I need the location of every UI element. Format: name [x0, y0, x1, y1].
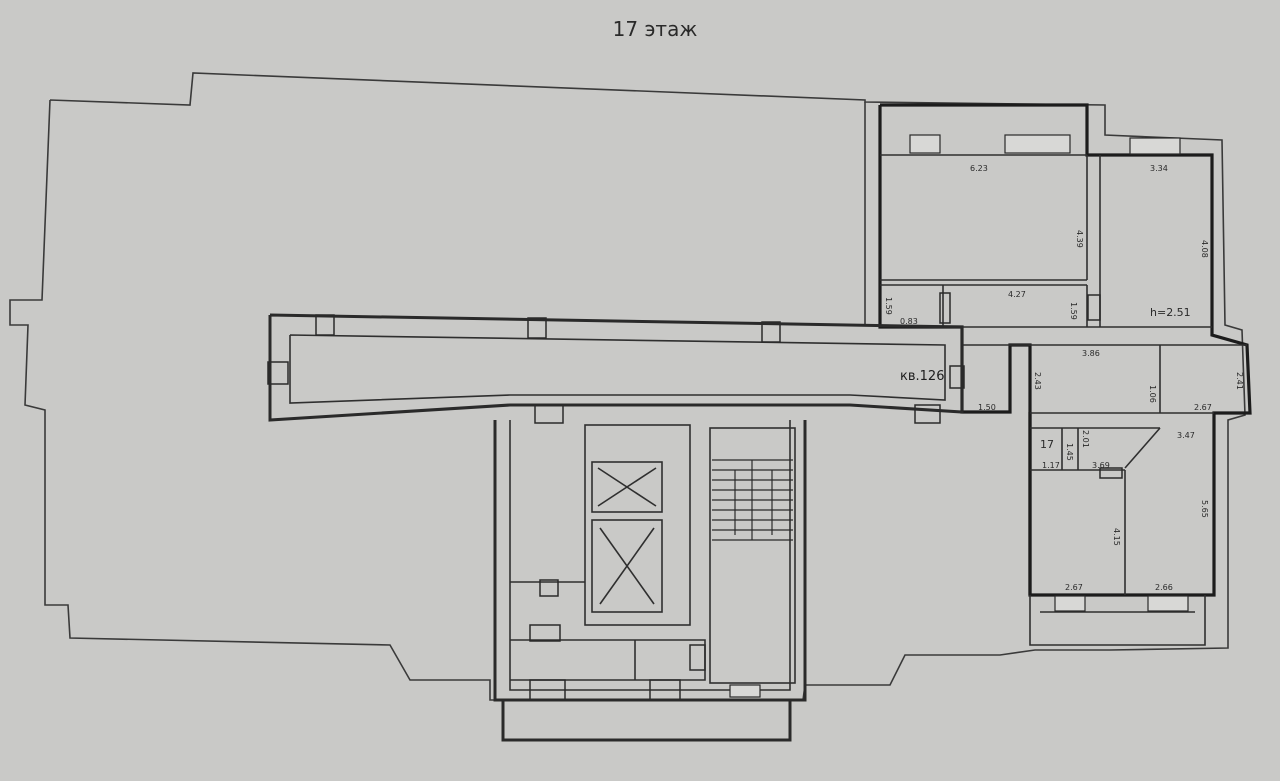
dimension-label: 2.67 — [1194, 403, 1212, 412]
dimension-label: 2.67 — [1065, 583, 1083, 592]
dimension-label: 4.27 — [1008, 290, 1026, 299]
apartment-126-walls — [878, 103, 1252, 597]
elevator-shaft — [584, 424, 691, 626]
elevator-1 — [591, 461, 663, 513]
dimension-label: 0.83 — [900, 317, 918, 326]
room-code: 17 — [1040, 438, 1054, 451]
window — [909, 134, 941, 154]
dimension-label: 2.41 — [1235, 372, 1244, 390]
stair-steps — [712, 459, 793, 541]
corridor-walls — [268, 313, 964, 422]
stair-well — [709, 427, 796, 684]
dimension-label: 5.65 — [1200, 500, 1209, 518]
dimension-label: 2.66 — [1155, 583, 1173, 592]
dimension-label: 4.08 — [1200, 240, 1209, 258]
elevator-2 — [591, 519, 663, 613]
apartment-label: кв.126 — [900, 369, 944, 384]
dimension-label: 3.34 — [1150, 164, 1168, 173]
core-balcony — [501, 700, 792, 742]
window — [1129, 137, 1181, 155]
door-marks — [267, 292, 1123, 701]
dimension-label: 4.39 — [1075, 230, 1084, 248]
dimension-label: 2.01 — [1081, 430, 1090, 448]
window — [1004, 134, 1071, 154]
apt-wall — [1124, 427, 1161, 469]
window — [1147, 595, 1189, 612]
dimension-label: 3.47 — [1177, 431, 1195, 440]
dimension-label: 1.50 — [978, 403, 996, 412]
elevator-2-cross — [599, 527, 655, 605]
ceiling-height: h=2.51 — [1150, 306, 1191, 319]
dimension-label: 3.86 — [1082, 349, 1100, 358]
floor-title: 17 этаж — [613, 17, 698, 41]
elevator-1-cross — [597, 467, 657, 507]
dimension-label: 3.69 — [1092, 461, 1110, 470]
window — [729, 684, 761, 698]
dimension-label: 1.06 — [1148, 385, 1157, 403]
dimension-label: 2.43 — [1033, 372, 1042, 390]
dimension-label: 1.45 — [1065, 443, 1074, 461]
window — [1054, 595, 1086, 612]
core-wall — [510, 639, 706, 681]
dimension-label: 1.59 — [1069, 302, 1078, 320]
dimension-label: 1.17 — [1042, 461, 1060, 470]
dimension-label: 1.59 — [884, 297, 893, 315]
balcony — [1029, 595, 1206, 646]
dimension-label: 6.23 — [970, 164, 988, 173]
dimension-label: 4.15 — [1112, 528, 1121, 546]
corridor-inner — [289, 334, 946, 404]
